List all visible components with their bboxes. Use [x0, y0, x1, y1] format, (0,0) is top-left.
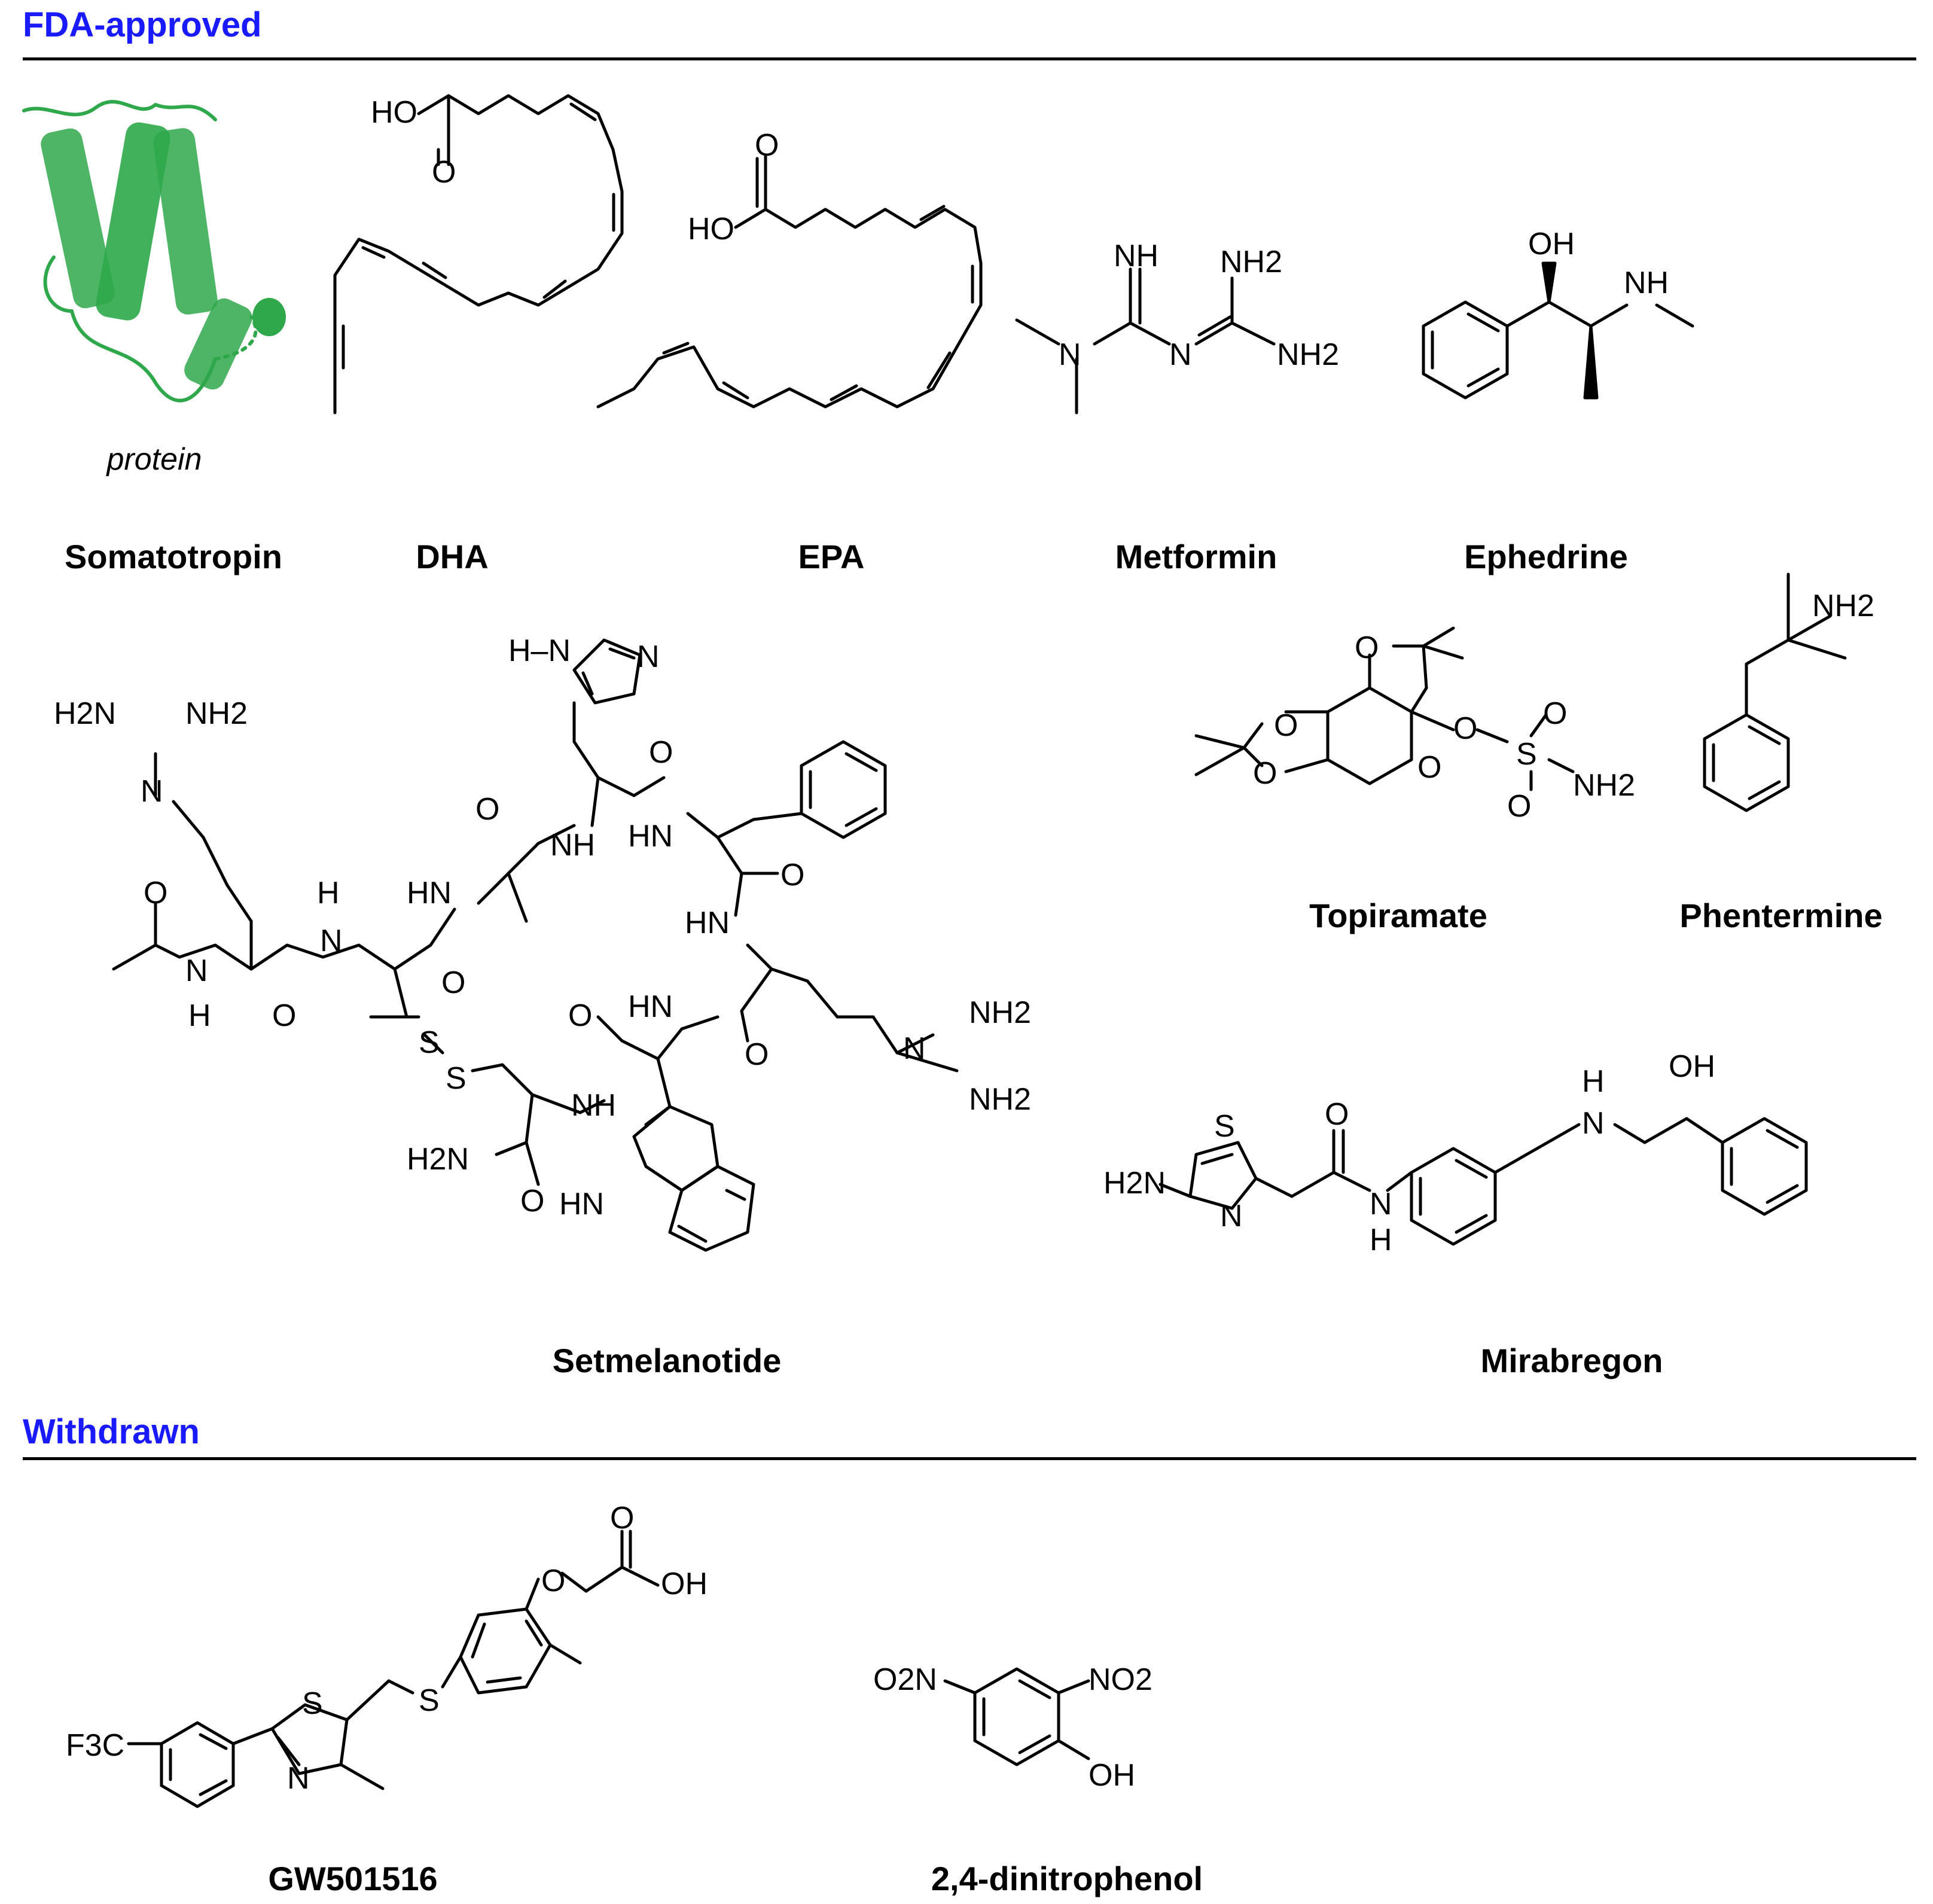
atom-label: N	[141, 774, 163, 809]
atom-label: NH	[571, 1088, 616, 1123]
atom-label: OH	[661, 1567, 708, 1601]
atom-label: NH	[1624, 266, 1669, 300]
atom-label: O	[568, 998, 592, 1033]
atom-label: O	[1543, 696, 1567, 731]
atom-label: S	[1214, 1109, 1235, 1144]
compound-name-somatotropin: Somatotropin	[65, 538, 282, 575]
phentermine-structure: NH2	[1703, 572, 1874, 812]
atom-label: OH	[1528, 227, 1575, 261]
atom-label: O	[649, 735, 673, 770]
atom-label: O	[1453, 711, 1477, 746]
atom-label: O	[441, 965, 465, 1000]
atom-label: O	[520, 1184, 544, 1218]
atom-label: O	[1325, 1097, 1349, 1132]
atom-label: S	[419, 1025, 440, 1060]
atom-label: O	[272, 998, 296, 1033]
compound-name-dha: DHA	[416, 538, 489, 575]
atom-label: O	[1253, 756, 1277, 791]
epa-structure: HO O	[596, 128, 983, 409]
atom-label: O	[432, 155, 456, 190]
atom-label: N	[1582, 1106, 1605, 1141]
protein-note: protein	[106, 442, 202, 477]
section-divider-withdrawn	[23, 1457, 1916, 1460]
gw501516-structure: F3C S N S O O OH	[66, 1501, 708, 1808]
atom-label: NH2	[1573, 768, 1635, 803]
atom-label: H	[188, 998, 211, 1033]
atom-label: HN	[559, 1187, 604, 1221]
dinitrophenol-structure: O2N NO2 OH	[873, 1662, 1153, 1793]
atom-label: H–N	[508, 633, 571, 668]
atom-label: H	[1370, 1223, 1392, 1257]
atom-label: OH	[1669, 1049, 1715, 1084]
atom-label: HN	[628, 819, 673, 854]
atom-label: NH2	[969, 995, 1031, 1030]
section-title-withdrawn: Withdrawn	[23, 1412, 200, 1451]
atom-label: S	[1516, 737, 1537, 772]
atom-label: N	[903, 1031, 926, 1066]
atom-label: H2N	[54, 696, 116, 731]
atom-label: O	[1507, 789, 1531, 824]
atom-label: NH	[550, 828, 595, 863]
atom-label: O	[610, 1501, 634, 1536]
atom-label: O	[475, 792, 499, 827]
dha-structure: HO O	[333, 94, 624, 415]
atom-label: F3C	[66, 1728, 124, 1763]
atom-label: H	[1582, 1064, 1605, 1099]
atom-label: NH2	[969, 1082, 1031, 1117]
topiramate-structure: O O O O O S O O NH2	[1194, 626, 1635, 824]
compound-name-topiramate: Topiramate	[1309, 897, 1487, 934]
mirabregon-structure: H2N S N O N H N H OH	[1103, 1049, 1808, 1257]
atom-label: O	[1417, 750, 1441, 785]
protein-ribbon-graphic	[22, 100, 286, 403]
compound-name-metformin: Metformin	[1115, 538, 1278, 575]
atom-label: N	[1370, 1187, 1392, 1221]
metformin-structure: N N NH NH2 NH2	[1015, 239, 1339, 415]
atom-label: O	[745, 1037, 769, 1072]
atom-label: N	[320, 924, 343, 958]
atom-label: HO	[371, 95, 417, 130]
atom-label: H2N	[407, 1142, 469, 1177]
atom-label: H2N	[1103, 1166, 1166, 1201]
atom-label: NH2	[1812, 589, 1874, 623]
atom-label: S	[419, 1683, 440, 1718]
compound-name-phentermine: Phentermine	[1679, 897, 1883, 934]
atom-label: H	[317, 876, 340, 910]
section-divider-approved	[23, 57, 1916, 60]
atom-label: O	[541, 1564, 565, 1598]
atom-label: HN	[685, 906, 730, 940]
atom-label: NO2	[1089, 1662, 1153, 1697]
compound-name-dinitrophenol: 2,4-dinitrophenol	[931, 1860, 1203, 1897]
setmelanotide-structure: H–N N H2N NH2 N O N H O N H O HN O NH O …	[54, 633, 1031, 1252]
atom-label: HN	[628, 989, 673, 1024]
atom-label: NH2	[185, 696, 248, 731]
atom-label: O	[755, 128, 779, 163]
atom-label: NH2	[1220, 245, 1282, 279]
atom-label: N	[1059, 337, 1081, 372]
atom-label: O	[1355, 630, 1379, 665]
atom-label: O	[144, 876, 167, 910]
atom-label: NH	[1114, 239, 1158, 273]
section-title-approved: FDA-approved	[23, 5, 262, 44]
atom-label: N	[185, 953, 208, 988]
atom-label: OH	[1089, 1758, 1135, 1793]
atom-label: N	[1220, 1199, 1243, 1233]
compound-name-setmelanotide: Setmelanotide	[552, 1342, 782, 1379]
atom-label: HO	[688, 212, 734, 246]
atom-label: O	[780, 858, 804, 892]
atom-label: O	[1274, 708, 1298, 743]
compound-name-mirabregon: Mirabregon	[1480, 1342, 1663, 1379]
atom-label: NH2	[1277, 337, 1339, 372]
compound-name-ephedrine: Ephedrine	[1464, 538, 1628, 575]
atom-label: O2N	[873, 1662, 937, 1697]
atom-label: N	[287, 1761, 310, 1796]
atom-label: S	[446, 1061, 467, 1096]
compound-name-epa: EPA	[798, 538, 865, 575]
atom-label: N	[637, 639, 660, 674]
atom-label: N	[1169, 337, 1192, 372]
compound-name-gw501516: GW501516	[268, 1860, 438, 1897]
atom-label: HN	[407, 876, 452, 910]
atom-label: S	[302, 1686, 323, 1721]
ephedrine-structure: OH NH	[1422, 227, 1694, 400]
